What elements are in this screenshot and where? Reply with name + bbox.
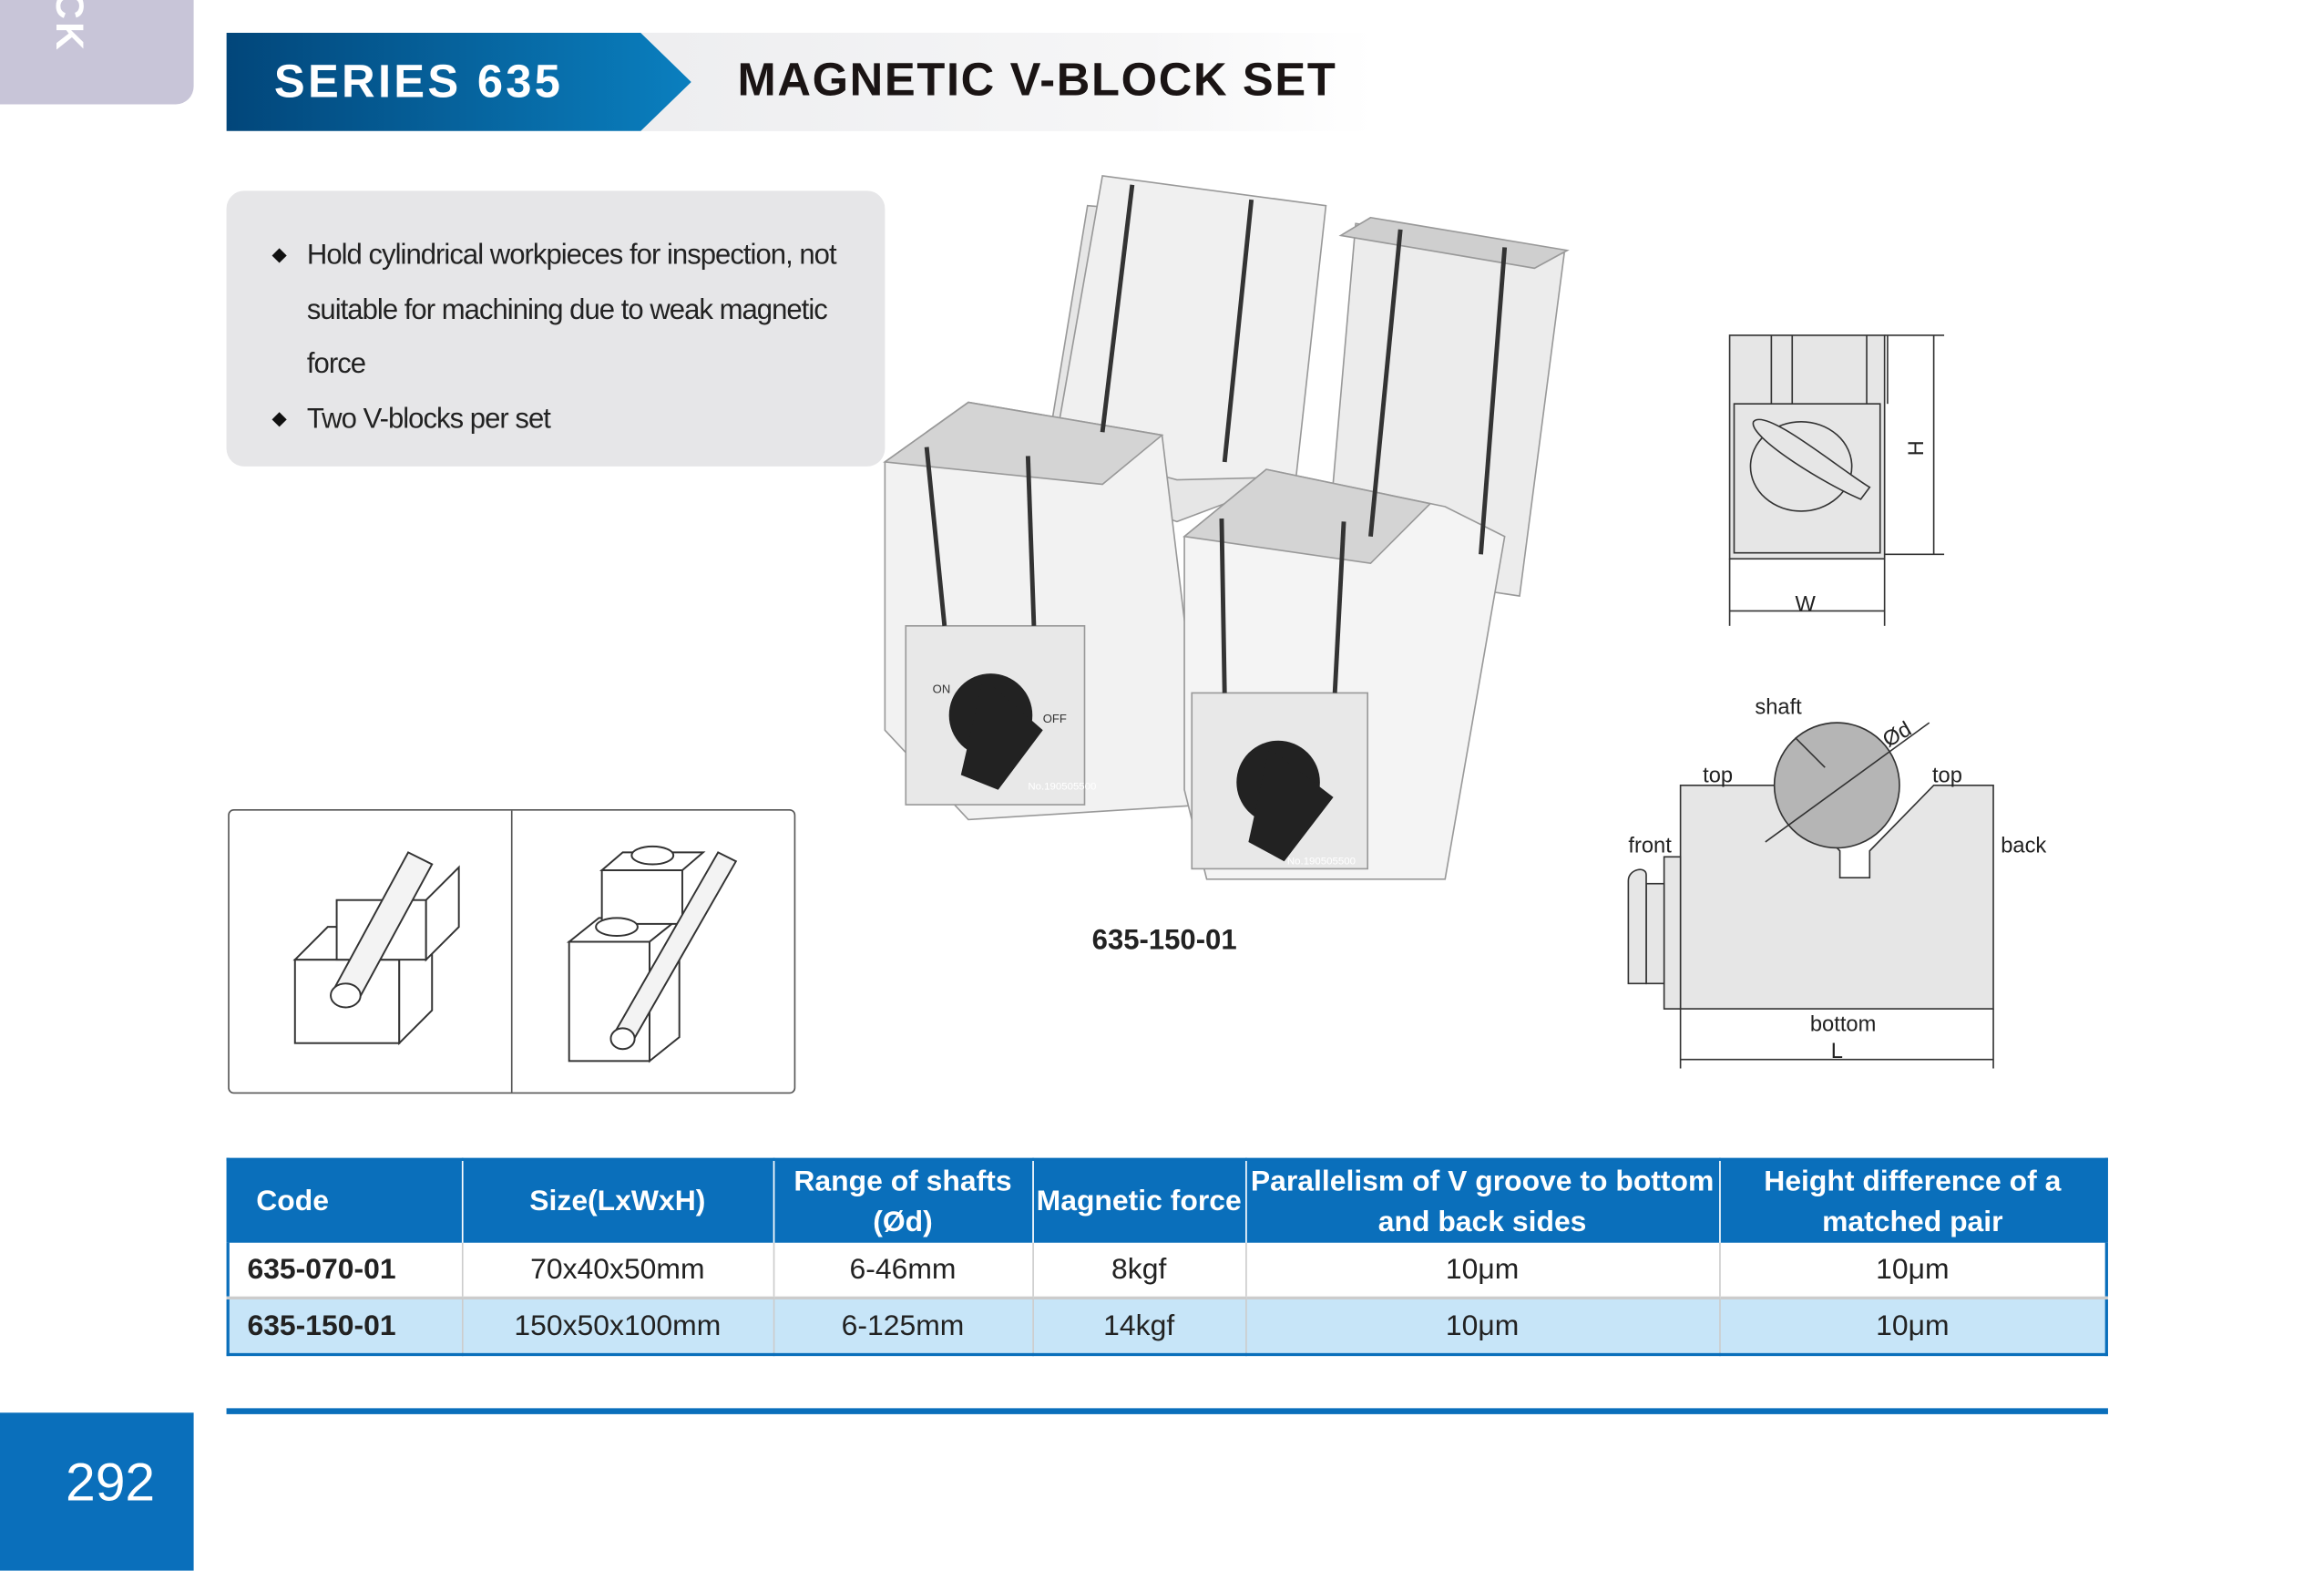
cell-height-diff: 10μm bbox=[1719, 1298, 2108, 1355]
table-header-row: Code Size(LxWxH) Range of shafts (Ød) Ma… bbox=[228, 1159, 2107, 1243]
width-label: W bbox=[1796, 592, 1817, 616]
cell-size: 150x50x100mm bbox=[461, 1298, 774, 1355]
page-number-box: 292 bbox=[0, 1412, 194, 1571]
feature-item: Two V-blocks per set bbox=[271, 393, 870, 447]
spec-table: Code Size(LxWxH) Range of shafts (Ød) Ma… bbox=[226, 1157, 2108, 1357]
dial-on-label: ON bbox=[933, 682, 951, 695]
top-right-label: top bbox=[1932, 765, 1962, 788]
back-label: back bbox=[2001, 834, 2046, 857]
section-tab-label: CK bbox=[47, 0, 93, 54]
cell-range: 6-46mm bbox=[773, 1242, 1034, 1299]
dial-off-label: OFF bbox=[1043, 712, 1067, 725]
page-number: 292 bbox=[65, 1451, 156, 1513]
cell-force: 8kgf bbox=[1032, 1242, 1246, 1299]
usage-illustrations bbox=[228, 808, 796, 1094]
cell-code: 635-150-01 bbox=[228, 1298, 463, 1355]
section-tab: CK bbox=[0, 0, 194, 105]
product-photo: No.190505500 No.190505500 ON OFF bbox=[883, 175, 1570, 880]
cell-size: 70x40x50mm bbox=[461, 1242, 774, 1299]
col-header: Size(LxWxH) bbox=[461, 1159, 774, 1243]
col-header: Range of shafts (Ød) bbox=[773, 1159, 1034, 1243]
col-header: Parallelism of V groove to bottom and ba… bbox=[1245, 1159, 1720, 1243]
front-label: front bbox=[1628, 834, 1672, 857]
product-caption: 635-150-01 bbox=[1091, 925, 1237, 957]
feature-item: Hold cylindrical workpieces for inspecti… bbox=[271, 230, 870, 393]
serial-label: No.190505500 bbox=[1287, 856, 1356, 867]
dimension-diagram: W H shaft Ød top top front back bottom L bbox=[1627, 334, 2046, 1069]
shaft-label: shaft bbox=[1755, 695, 1802, 719]
height-label: H bbox=[1905, 440, 1929, 456]
top-left-label: top bbox=[1703, 765, 1733, 788]
cell-parallelism: 10μm bbox=[1245, 1242, 1720, 1299]
col-header: Magnetic force bbox=[1032, 1159, 1246, 1243]
table-row: 635-150-01 150x50x100mm 6-125mm 14kgf 10… bbox=[228, 1298, 2108, 1355]
series-badge: SERIES 635 bbox=[226, 32, 691, 131]
col-header: Height difference of a matched pair bbox=[1719, 1159, 2107, 1243]
length-label: L bbox=[1831, 1040, 1843, 1063]
table-row: 635-070-01 70x40x50mm 6-46mm 8kgf 10μm 1… bbox=[228, 1242, 2108, 1299]
col-header: Code bbox=[228, 1159, 463, 1243]
serial-label: No.190505500 bbox=[1028, 782, 1096, 793]
page-title: MAGNETIC V-BLOCK SET bbox=[737, 53, 1337, 107]
bottom-label: bottom bbox=[1810, 1013, 1876, 1037]
footer-rule bbox=[226, 1408, 2108, 1414]
cell-parallelism: 10μm bbox=[1245, 1298, 1720, 1355]
divider bbox=[510, 810, 513, 1093]
cell-force: 14kgf bbox=[1032, 1298, 1246, 1355]
series-label: SERIES 635 bbox=[273, 55, 564, 108]
cell-range: 6-125mm bbox=[773, 1298, 1034, 1355]
cell-height-diff: 10μm bbox=[1719, 1242, 2108, 1299]
usage-sketch-icon bbox=[292, 845, 738, 1063]
cell-code: 635-070-01 bbox=[228, 1242, 463, 1299]
features-box: Hold cylindrical workpieces for inspecti… bbox=[226, 190, 886, 467]
